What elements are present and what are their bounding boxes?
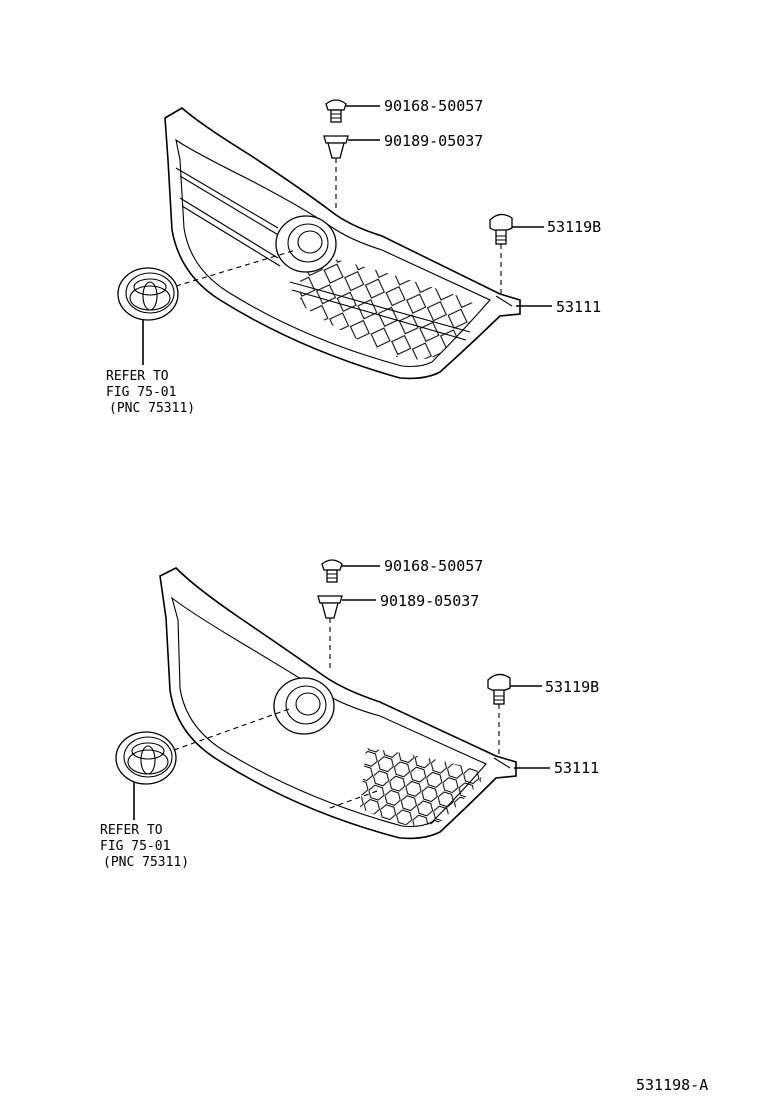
grille-assembly-lower [159, 567, 517, 840]
lower-clip-part-number: 90189-05037 [380, 592, 479, 610]
retainer-icon-lower [487, 673, 511, 705]
upper-screw-part-number: 90168-50057 [384, 97, 483, 115]
lower-retainer-part-number: 53119B [545, 678, 599, 696]
emblem-lower [115, 731, 177, 785]
screw-icon-upper [325, 99, 347, 123]
upper-reference-line-2: FIG 75-01 [106, 385, 176, 400]
upper-view: 90168-50057 90189-05037 53119B 53111 REF… [106, 97, 601, 416]
grille-assembly-upper [164, 107, 521, 380]
lower-grille-part-number: 53111 [554, 759, 599, 777]
lower-screw-part-number: 90168-50057 [384, 557, 483, 575]
clip-icon-upper [323, 135, 349, 159]
lower-reference-line-2: FIG 75-01 [100, 839, 170, 854]
screw-icon-lower [321, 559, 343, 583]
lower-reference-line-1: REFER TO [100, 823, 163, 838]
upper-clip-part-number: 90189-05037 [384, 132, 483, 150]
lower-view: 90168-50057 90189-05037 53119B 53111 REF… [100, 557, 599, 870]
upper-retainer-part-number: 53119B [547, 218, 601, 236]
upper-reference-line-3: (PNC 75311) [109, 401, 195, 416]
lower-reference-line-3: (PNC 75311) [103, 855, 189, 870]
upper-reference-line-1: REFER TO [106, 369, 169, 384]
figure-number: 531198-A [636, 1076, 708, 1094]
clip-icon-lower [317, 595, 343, 619]
retainer-icon-upper [489, 213, 513, 245]
emblem-upper [117, 267, 179, 321]
upper-grille-part-number: 53111 [556, 298, 601, 316]
